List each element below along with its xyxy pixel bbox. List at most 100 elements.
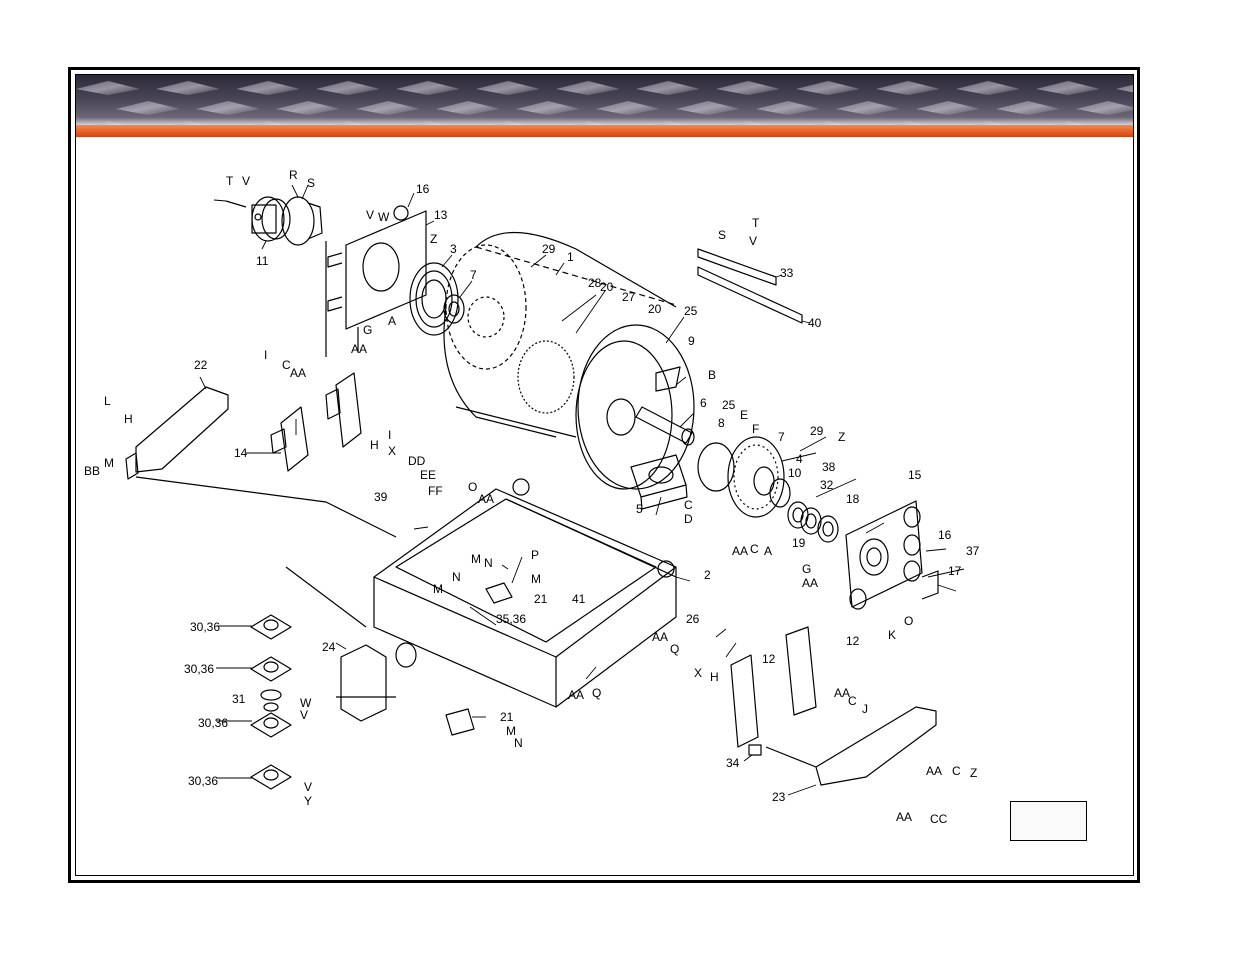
callout-F: F [752,422,759,436]
callout-29-2: 29 [810,424,824,438]
callout-AA-5: AA [478,492,494,506]
callout-W: W [378,210,390,224]
diamond-tread [356,101,420,115]
callout-9: 9 [688,334,695,348]
diamond-tread [996,101,1060,115]
callout-13: 13 [434,208,448,222]
diamond-tread [1116,84,1133,93]
motor-mount-plate-13 [325,205,427,357]
callout-AA-7: AA [568,688,584,702]
callout-N-3: N [514,736,523,750]
callout-R: R [289,168,298,182]
callout-10: 10 [788,466,802,480]
callout-S-2: S [718,228,726,242]
callout-27: 27 [622,290,636,304]
callout-Q-1: Q [670,642,679,656]
callout-30-36-1: 30,36 [190,620,220,634]
callout-30-36-3: 30,36 [198,716,228,730]
callout-J: J [862,702,868,716]
callout-3: 3 [450,242,457,256]
callout-29-1: 29 [542,242,556,256]
diamond-tread [196,101,260,115]
diamond-tread [836,101,900,115]
frame-bracket-14 [270,406,309,472]
callout-AA-1: AA [351,342,367,356]
parts-diagram: TVRS111613VWZ37291AGAA2820272025TSV33409… [84,168,980,826]
diamond-tread [956,81,1020,95]
pivot-mount-24 [336,642,417,722]
callout-A-1: A [388,314,396,328]
callout-H-3: H [710,670,719,684]
diamond-tread [236,81,300,95]
callout-T-2: T [752,216,760,230]
callout-24: 24 [322,640,336,654]
main-frame-2 [285,478,677,708]
callout-C-1: C [684,498,693,512]
callout-23: 23 [772,790,786,804]
diamond-tread [476,81,540,95]
callout-16-2: 16 [938,528,952,542]
diamond-tread [276,101,340,115]
diamond-tread [596,101,660,115]
callout-25-1: 25 [684,304,698,318]
callout-AA-2: AA [732,544,748,558]
callout-C-5: C [952,764,961,778]
right-leg-brackets-12 [730,626,817,748]
callout-4: 4 [796,452,803,466]
drum-end-disc-9 [575,324,695,490]
callout-AA-9: AA [926,764,942,778]
page-number-box [1010,801,1087,841]
callout-O-2: O [468,480,477,494]
diamond-tread [516,101,580,115]
diamond-tread [156,81,220,95]
diamond-tread [116,101,180,115]
callout-25-2: 25 [722,398,736,412]
diamond-tread [1076,101,1133,115]
drive-side-plate-15 [845,500,939,610]
diamond-tread [396,81,460,95]
callout-V-1: V [242,174,250,188]
callout-V-3: V [749,234,757,248]
seal-ring-stack [787,501,839,543]
callout-20-1: 20 [600,280,614,294]
callout-N-2: N [452,570,461,584]
diamond-tread [436,101,500,115]
callout-18: 18 [846,492,860,506]
callout-X-1: X [388,444,396,458]
clamp-bars-33-40 [697,248,803,324]
callout-12-2: 12 [846,634,860,648]
drum-shaft-6 [635,406,695,446]
diamond-tread [876,81,940,95]
callout-E: E [740,408,748,422]
callout-V-2: V [366,208,374,222]
callout-21-1: 21 [534,592,548,606]
callout-30-36-4: 30,36 [188,774,218,788]
leader-lines [199,184,965,796]
diamond-tread [76,81,140,95]
callout-30-36-2: 30,36 [184,662,214,676]
callout-AA-3: AA [802,576,818,590]
callout-1: 1 [567,250,574,264]
callout-T-1: T [226,174,234,188]
callout-Z-3: Z [970,766,977,780]
diamond-tread [716,81,780,95]
diamond-tread [676,101,740,115]
callout-P: P [531,548,539,562]
callout-C-2: C [750,542,759,556]
callout-M-1: M [104,456,114,470]
callout-Q-2: Q [592,686,601,700]
right-leg-23 [765,706,937,786]
callout-G-1: G [363,323,372,337]
callout-20-2: 20 [648,302,662,316]
callout-22: 22 [194,358,208,372]
diamond-tread [1036,81,1100,95]
callout-I-1: I [264,348,267,362]
callout-5: 5 [636,502,643,516]
callout-15: 15 [908,468,922,482]
callout-C-3: C [282,358,291,372]
bearing-block-5 [630,454,688,510]
diamond-tread [916,101,980,115]
callout-O-1: O [904,614,913,628]
callout-40: 40 [808,316,822,330]
callout-39: 39 [374,490,388,504]
